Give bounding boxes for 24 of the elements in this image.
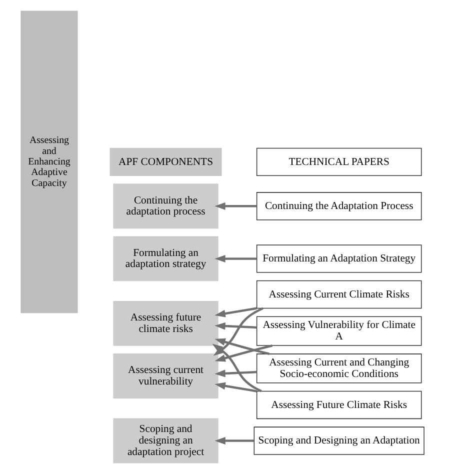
node-box: Formulating an adaptation strategy <box>112 236 218 282</box>
arrow <box>214 254 256 262</box>
node-box: TECHNICAL PAPERS <box>256 148 422 176</box>
arrow <box>214 202 256 210</box>
arrow <box>214 338 270 355</box>
node-box: Assessing Vulnerability for Climate A <box>256 316 422 346</box>
node-box: Continuing the adaptation process <box>112 184 218 229</box>
node-box: Assessing current vulnerability <box>112 354 218 398</box>
arrow <box>214 437 254 445</box>
arrow <box>214 344 272 362</box>
node-box: APF COMPONENTS <box>109 148 222 176</box>
arrow <box>214 307 256 318</box>
node-box: Assessing Future Climate Risks <box>256 390 422 420</box>
arrow <box>214 370 256 378</box>
node-box: Assessing future climate risks <box>112 301 218 346</box>
node-box: Continuing the Adaptation Process <box>256 192 422 220</box>
node-box: Assessing Current Climate Risks <box>256 280 422 309</box>
arrow <box>214 322 256 330</box>
node-box: Assessing and Enhancing Adaptive Capacity <box>20 10 78 314</box>
node-box: Scoping and designing an adaptation project <box>112 418 218 464</box>
arrow <box>214 382 256 392</box>
node-box: Assessing Current and Changing Socio-economic Conditions <box>256 354 422 384</box>
node-box: Formulating an Adaptation Strategy <box>256 244 422 273</box>
node-box: Scoping and Designing an Adaptation <box>253 426 424 455</box>
